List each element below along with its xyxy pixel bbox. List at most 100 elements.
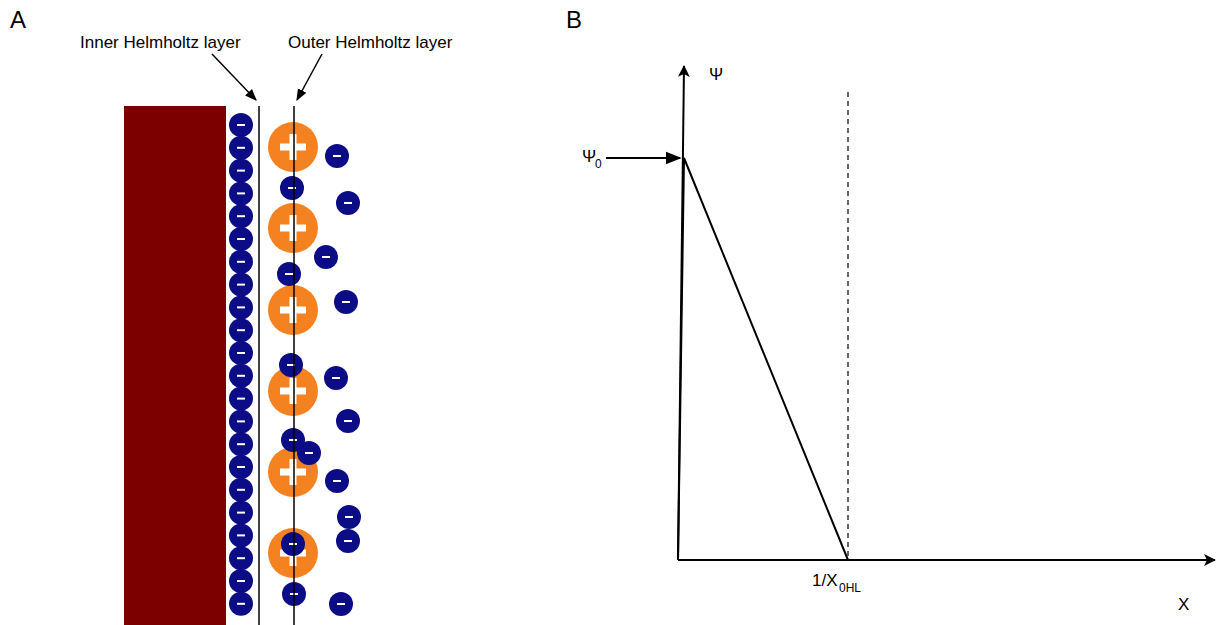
plus-mark (280, 469, 306, 476)
subscript: 0HL (839, 582, 861, 594)
anion-circle (229, 546, 253, 570)
anion-circle (229, 387, 253, 411)
minus-mark (345, 516, 353, 518)
tick-label: 1/X (812, 572, 838, 589)
anion-circle (325, 144, 349, 168)
anion-circle (229, 501, 253, 525)
anion (325, 144, 349, 168)
layer-label: Inner Helmholtz layer (80, 34, 241, 51)
anion (229, 455, 253, 479)
anion-circle (281, 532, 305, 556)
anion-circle (229, 478, 253, 502)
anion-circle (279, 353, 303, 377)
minus-mark (332, 377, 340, 379)
cation (268, 528, 318, 578)
anion (336, 409, 360, 433)
anion (229, 387, 253, 411)
anion-circle (229, 569, 253, 593)
minus-mark (344, 420, 352, 422)
anion-circle (334, 290, 358, 314)
dashed-boundary (847, 92, 848, 558)
anion (325, 469, 349, 493)
anion (229, 159, 253, 183)
cation-circle (268, 203, 318, 253)
minus-mark (237, 489, 245, 491)
anion (229, 432, 253, 456)
inner-helmholtz-line (258, 106, 260, 625)
anion (229, 364, 253, 388)
anion (229, 136, 253, 160)
minus-mark (237, 261, 245, 263)
anion (279, 353, 303, 377)
leader-arrow (297, 54, 322, 100)
anion (334, 290, 358, 314)
minus-mark (285, 273, 293, 275)
minus-mark (344, 540, 352, 542)
minus-mark (289, 543, 297, 545)
anion-circle (229, 523, 253, 547)
minus-mark (237, 557, 245, 559)
plus-mark (280, 225, 306, 232)
anion-circle (325, 469, 349, 493)
anion (229, 501, 253, 525)
anion-circle (229, 341, 253, 365)
anion-circle (324, 366, 348, 390)
minus-mark (237, 124, 245, 126)
anion-circle (280, 176, 304, 200)
anion (229, 409, 253, 433)
anion (229, 341, 253, 365)
anion (229, 204, 253, 228)
anion (229, 569, 253, 593)
anion (280, 176, 304, 200)
leader-arrow (212, 54, 256, 100)
anion-circle (337, 505, 361, 529)
cation (268, 285, 318, 335)
cation-circle (268, 285, 318, 335)
anion-circle (229, 113, 253, 137)
minus-mark (322, 256, 330, 258)
anion-circle (229, 273, 253, 297)
anion-circle (229, 204, 253, 228)
anion-circle (229, 455, 253, 479)
anion (277, 262, 301, 286)
minus-mark (237, 420, 245, 422)
minus-mark (237, 192, 245, 194)
x-axis (678, 559, 1215, 561)
anion (229, 478, 253, 502)
potential-pointer (606, 157, 680, 159)
anion-circle (229, 409, 253, 433)
plus-mark (280, 144, 306, 151)
subscript: 0 (595, 158, 602, 170)
anion (229, 113, 253, 137)
anion (229, 273, 253, 297)
anion-circle (229, 159, 253, 183)
anion-circle (229, 364, 253, 388)
anion (229, 227, 253, 251)
electrode (124, 106, 226, 625)
minus-mark (344, 202, 352, 204)
anion-circle (229, 432, 253, 456)
anion-circle (229, 592, 253, 616)
minus-mark (237, 306, 245, 308)
potential-curve (678, 158, 848, 560)
minus-mark (237, 603, 245, 605)
potential-label: Ψ (582, 148, 596, 165)
panel-letter: B (566, 8, 582, 32)
anion (229, 181, 253, 205)
minus-mark (333, 480, 341, 482)
anion-circle (329, 592, 353, 616)
minus-mark (237, 375, 245, 377)
minus-mark (342, 301, 350, 303)
anion-circle (229, 181, 253, 205)
anion (229, 523, 253, 547)
minus-mark (237, 238, 245, 240)
anion (229, 546, 253, 570)
anion-circle (229, 250, 253, 274)
minus-mark (237, 580, 245, 582)
anion (324, 366, 348, 390)
minus-mark (237, 284, 245, 286)
anion-circle (297, 441, 321, 465)
anion (229, 250, 253, 274)
